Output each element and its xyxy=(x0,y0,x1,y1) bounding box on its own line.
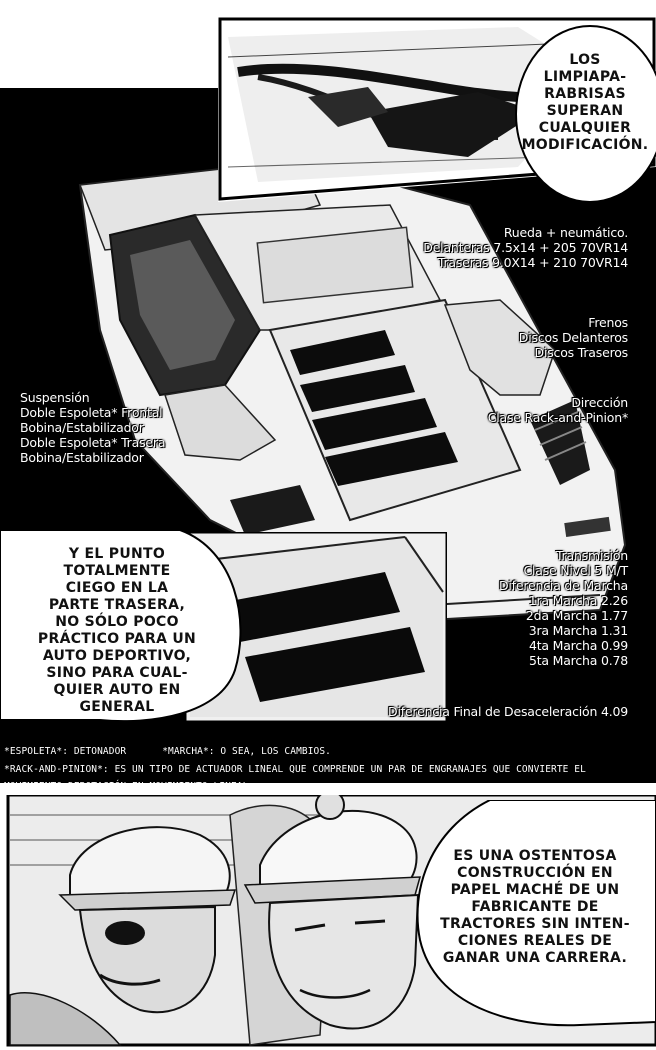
spec-suspension-line: Bobina/Estabilizador xyxy=(20,450,144,465)
spec-brakes-line: Frenos xyxy=(588,315,628,330)
spec-steering-line: Dirección xyxy=(571,395,628,410)
footnote-line-1: *ESPOLETA*: DETONADOR *MARCHA*: O SEA, LO… xyxy=(4,746,331,758)
car-illustration xyxy=(78,158,627,622)
bubble-middle-line: AUTO DEPORTIVO, xyxy=(42,648,192,664)
footnote-line-2: *RACK-AND-PINION*: ES UN TIPO DE ACTUADO… xyxy=(4,764,586,775)
bubble-middle-line: GENERAL xyxy=(79,699,155,715)
bubble-middle-line: NO SÓLO POCO xyxy=(55,614,179,630)
bubble-bottom-line: GANAR UNA CARRERA. xyxy=(442,950,628,966)
bubble-top-line: RABRISAS xyxy=(544,86,626,102)
spec-transmission-line: 1ra Marcha 2.26 xyxy=(528,593,628,608)
bubble-middle-line: Y EL PUNTO xyxy=(68,546,166,562)
footnote-line-3: MOVIMIENTO DEROTACIÓN EN MOVIMIENTO LINE… xyxy=(4,781,255,792)
spec-suspension-line: Bobina/Estabilizador xyxy=(20,420,144,435)
spec-wheels: Rueda + neumático.Delanteras 7.5x14 + 20… xyxy=(423,225,628,270)
spec-transmission-line: 2da Marcha 1.77 xyxy=(525,608,628,623)
spec-wheels-line: Delanteras 7.5x14 + 205 70VR14 xyxy=(423,240,628,255)
bubble-bottom-line: ES UNA OSTENTOSA xyxy=(453,848,617,864)
spec-brakes-line: Discos Traseros xyxy=(534,345,629,360)
spec-suspension-line: Doble Espoleta* Trasera xyxy=(20,435,166,450)
bubble-top-line: LIMPIAPA- xyxy=(543,69,627,85)
spec-transmission-line: 4ta Marcha 0.99 xyxy=(528,638,628,653)
bubble-middle-line: SINO PARA CUAL- xyxy=(46,665,188,681)
middle-panel xyxy=(185,532,447,722)
spec-wheels-line: Traseras 9.0X14 + 210 70VR14 xyxy=(437,255,628,270)
bubble-top-line: LOS xyxy=(569,52,601,68)
bubble-middle-line: TOTALMENTE xyxy=(63,563,171,579)
spec-final-line: Diferencia Final de Desaceleración 4.09 xyxy=(388,704,628,719)
bubble-bottom-line: CONSTRUCCIÓN EN xyxy=(457,865,613,881)
bubble-middle-line: PRÁCTICO PARA UN xyxy=(37,631,197,647)
bubble-middle-line: CIEGO EN LA xyxy=(65,580,169,596)
bubble-middle-line: PARTE TRASERA, xyxy=(48,597,186,613)
spec-steering-line: Clase Rack-and-Pinion* xyxy=(487,410,629,425)
spec-wheels-line: Rueda + neumático. xyxy=(503,225,628,240)
spec-transmission-line: Diferencia de Marcha xyxy=(498,578,628,593)
spec-suspension-line: Suspensión xyxy=(20,390,90,405)
spec-transmission-line: Clase Nivel 5 M/T xyxy=(523,563,628,578)
spec-brakes-line: Discos Delanteros xyxy=(518,330,628,345)
speech-balloon-middle xyxy=(0,530,242,723)
footnote-espoleta: *ESPOLETA*: DETONADOR xyxy=(4,746,127,757)
bubble-bottom-line: TRACTORES SIN INTEN- xyxy=(440,916,630,932)
spec-transmission-line: Transmisión xyxy=(555,548,628,563)
footnote-marcha: *MARCHA*: O SEA, LOS CAMBIOS. xyxy=(162,746,331,757)
speech-balloon-top xyxy=(515,25,656,202)
bubble-bottom-line: FABRICANTE DE xyxy=(471,899,599,915)
bubble-top-line: MODIFICACIÓN. xyxy=(521,137,649,153)
bubble-top-line: CUALQUIER xyxy=(538,120,632,136)
bubble-bottom-line: PAPEL MACHÉ DE UN xyxy=(450,882,620,898)
spec-transmission-line: 5ta Marcha 0.78 xyxy=(528,653,628,668)
spec-suspension-line: Doble Espoleta* Frontal xyxy=(20,405,163,420)
speech-balloon-bottom xyxy=(416,800,656,1027)
spec-final-drive: Diferencia Final de Desaceleración 4.09 xyxy=(388,704,628,719)
bubble-bottom-line: CIONES REALES DE xyxy=(457,933,613,949)
bubble-top-line: SUPERAN xyxy=(546,103,624,119)
spec-transmission-line: 3ra Marcha 1.31 xyxy=(528,623,628,638)
bubble-middle-line: QUIER AUTO EN xyxy=(53,682,181,698)
